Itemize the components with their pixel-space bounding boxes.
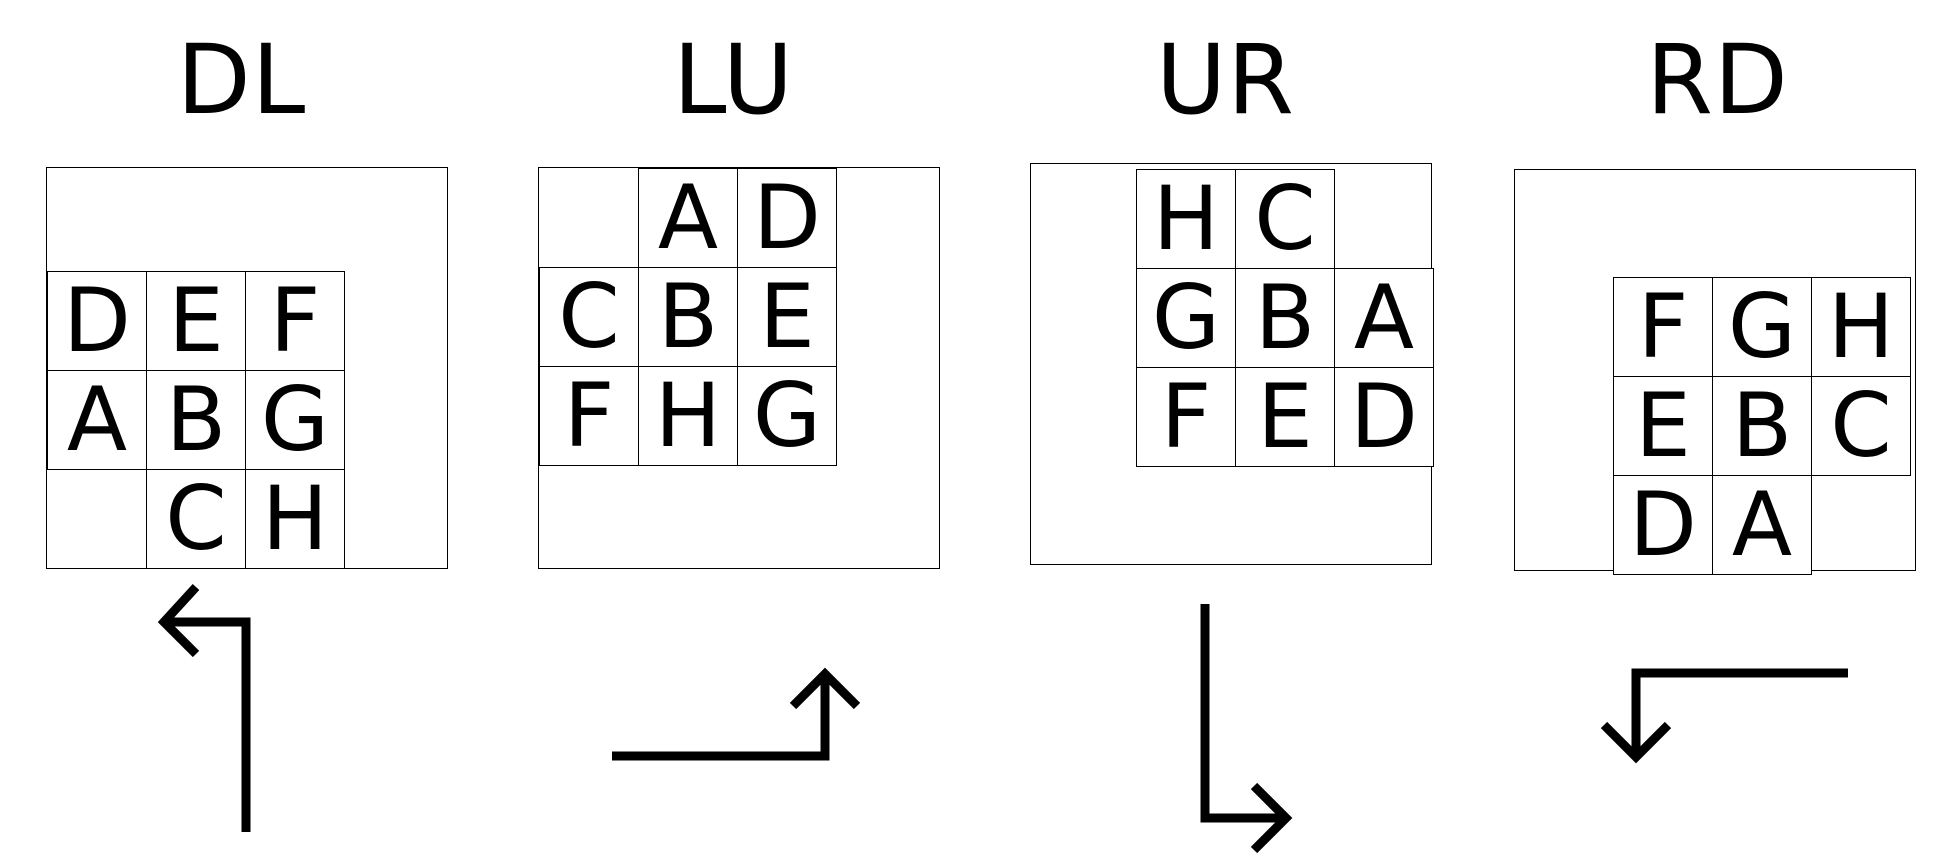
letter-tile: C [146, 469, 246, 569]
letter-tile: H [245, 469, 345, 569]
letter-tile: C [1811, 376, 1911, 476]
letter-tile: F [1613, 277, 1713, 377]
letter-tile: F [1136, 367, 1236, 467]
letter-tile: D [1334, 367, 1434, 467]
letter-tile: G [1712, 277, 1812, 377]
letter-tile: G [245, 370, 345, 470]
letter-tile: F [539, 366, 639, 466]
letter-tile: E [146, 271, 246, 371]
letter-tile: C [539, 267, 639, 367]
turn-arrow-icon [1600, 668, 1848, 764]
panel-title: DL [176, 24, 307, 136]
letter-tile: A [1334, 268, 1434, 368]
turn-arrow-icon [157, 583, 251, 832]
letter-tile: D [737, 168, 837, 268]
letter-tile: F [245, 271, 345, 371]
panel-title: RD [1646, 24, 1789, 136]
panel-title: UR [1156, 24, 1295, 136]
turn-arrow-icon [612, 667, 861, 761]
letter-tile: B [638, 267, 738, 367]
letter-tile: E [1235, 367, 1335, 467]
letter-tile: G [1136, 268, 1236, 368]
letter-tile: A [638, 168, 738, 268]
letter-tile: A [1712, 475, 1812, 575]
letter-tile: G [737, 366, 837, 466]
letter-tile: H [638, 366, 738, 466]
letter-tile: D [47, 271, 147, 371]
letter-tile: B [1235, 268, 1335, 368]
letter-tile: D [1613, 475, 1713, 575]
letter-tile: H [1811, 277, 1911, 377]
letter-tile: B [1712, 376, 1812, 476]
letter-tile: E [737, 267, 837, 367]
letter-tile: A [47, 370, 147, 470]
letter-tile: H [1136, 169, 1236, 269]
turn-arrow-icon [1200, 604, 1293, 854]
panel-title: LU [673, 24, 794, 136]
letter-tile: B [146, 370, 246, 470]
letter-tile: E [1613, 376, 1713, 476]
letter-tile: C [1235, 169, 1335, 269]
